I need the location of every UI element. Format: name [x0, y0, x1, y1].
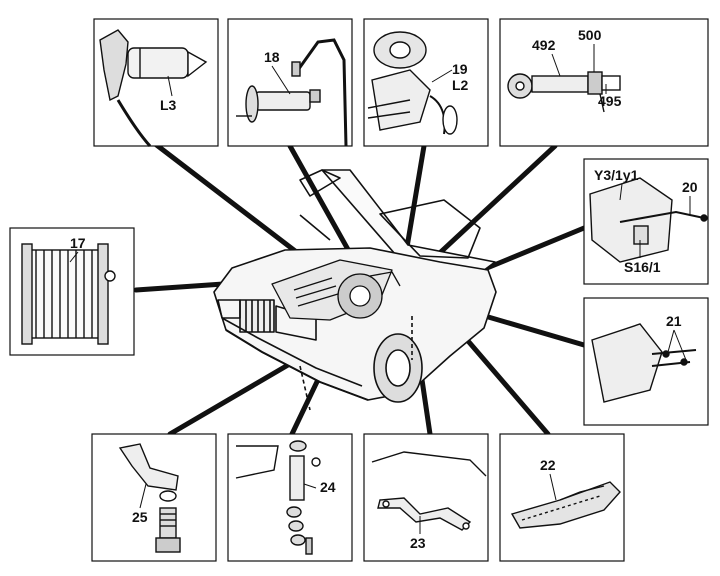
- label-492: 492: [532, 37, 556, 53]
- leader-492: [427, 143, 558, 265]
- leader-18: [287, 143, 358, 265]
- label-21: 21: [666, 313, 682, 329]
- mount-bolt-icon: [235, 440, 321, 555]
- label-17: 17: [70, 235, 86, 251]
- car-illustration: [213, 169, 497, 411]
- slave-cylinder-icon: [236, 38, 348, 147]
- car-windshield: [379, 199, 481, 259]
- shift-valve-icon: [589, 177, 708, 263]
- label-495: 495: [598, 93, 622, 109]
- label-l3: L3: [160, 97, 177, 113]
- part-labels: L3 18 19 L2 492 500 495 Y3/1y1 20 S16/1 …: [70, 27, 698, 551]
- label-25: 25: [132, 509, 148, 525]
- leader-l3: [147, 137, 323, 273]
- label-pointers: [69, 44, 691, 534]
- driveshaft-icon: [507, 71, 621, 113]
- panel-crossmember: [363, 433, 489, 562]
- label-500: 500: [578, 27, 602, 43]
- panel-clutch-cylinder: [227, 18, 353, 147]
- panel-mount-bracket: [91, 433, 217, 562]
- transmission-top-icon: [367, 31, 458, 135]
- label-y3-1y1: Y3/1y1: [594, 167, 639, 183]
- gear-linkage-icon: [591, 323, 697, 403]
- car-grille: [239, 299, 275, 333]
- label-19: 19: [452, 61, 468, 77]
- engine-block: [271, 259, 401, 321]
- heat-shield-icon: [510, 481, 621, 529]
- label-l2: L2: [452, 77, 469, 93]
- label-18: 18: [264, 49, 280, 65]
- label-22: 22: [540, 457, 556, 473]
- label-23: 23: [410, 535, 426, 551]
- leader-25: [167, 362, 291, 437]
- radiator-icon: [21, 243, 116, 345]
- crossmember-icon: [371, 451, 487, 531]
- mount-bracket-icon: [118, 443, 181, 553]
- label-20: 20: [682, 179, 698, 195]
- label-24: 24: [320, 479, 336, 495]
- label-s16-1: S16/1: [624, 259, 661, 275]
- panel-illustrations: [21, 29, 708, 555]
- coil-part-icon: [99, 29, 208, 148]
